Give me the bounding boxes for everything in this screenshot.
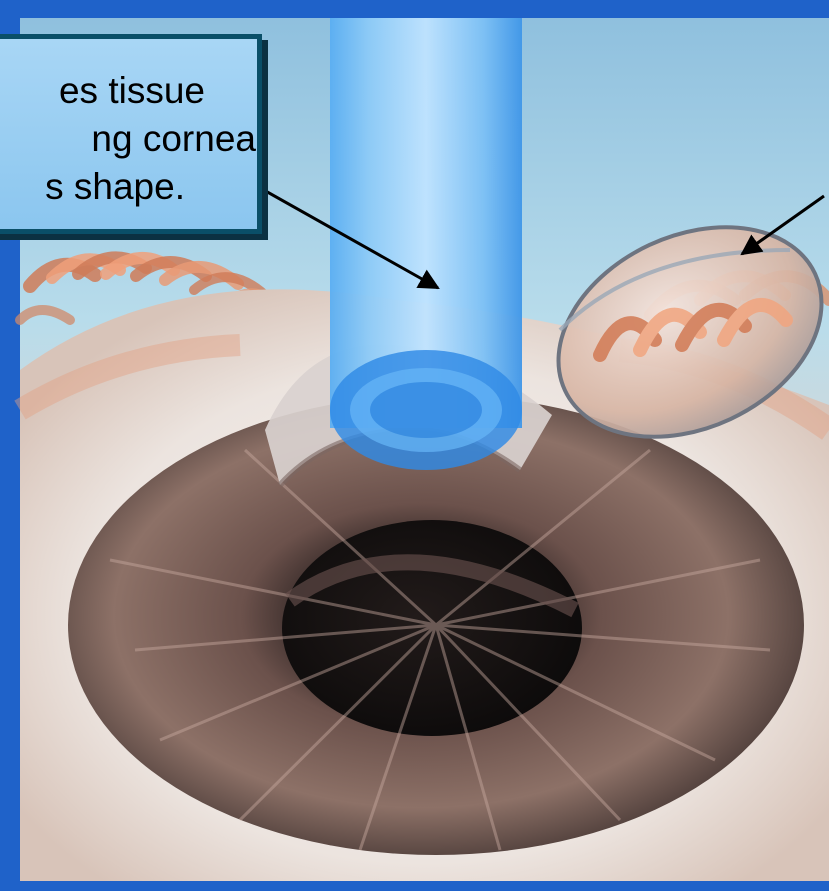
explanation-callout-box: es tissue ng cornea s shape. bbox=[0, 34, 262, 234]
callout-line-2: ng cornea bbox=[0, 115, 256, 162]
callout-line-1: es tissue bbox=[0, 67, 205, 114]
callout-line-3: s shape. bbox=[0, 163, 185, 210]
